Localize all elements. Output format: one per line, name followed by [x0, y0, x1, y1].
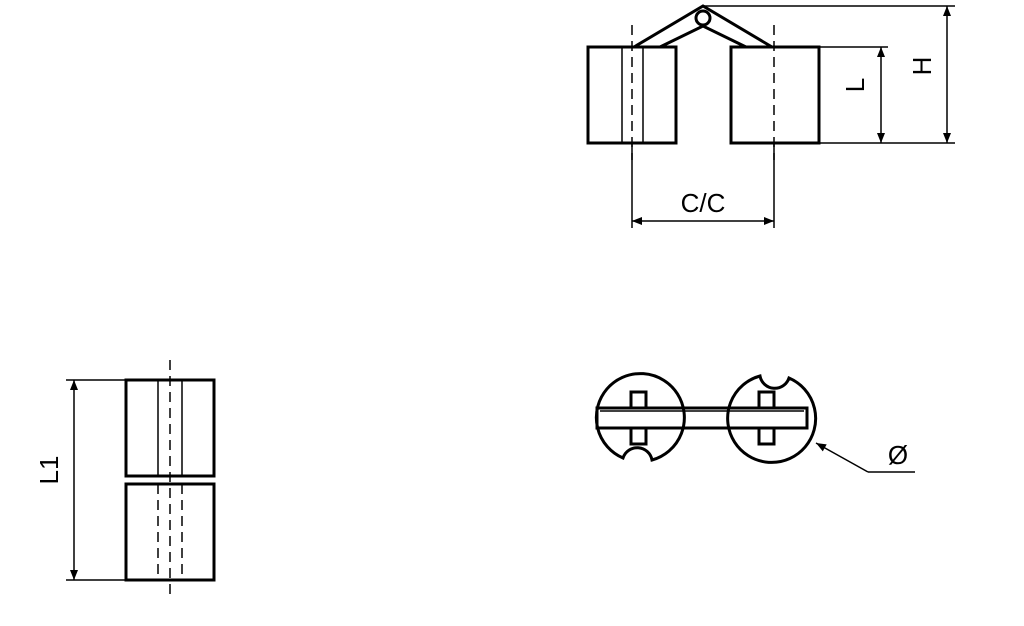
connecting-bar	[595, 406, 809, 430]
dimension-label-l: L	[840, 78, 870, 92]
diameter-leader	[815, 442, 869, 473]
left-pin-bottom	[629, 426, 648, 446]
right-pin-bottom	[757, 426, 776, 446]
right-round-block	[726, 374, 818, 464]
lower-block	[124, 482, 216, 582]
dimension-label-h: H	[907, 57, 937, 76]
left-pin-top	[629, 390, 648, 410]
dimension-label-diameter: Ø	[888, 440, 908, 470]
right-pin-top	[757, 390, 776, 410]
dimension-label-l1: L1	[34, 456, 64, 485]
front-view: H L C/C	[586, 4, 955, 228]
top-view: Ø	[594, 372, 915, 473]
side-view: L1	[34, 360, 216, 600]
left-round-block	[594, 372, 686, 462]
dimension-label-cc: C/C	[681, 188, 726, 218]
hinge-bridge-inner	[659, 24, 747, 49]
hinge-pin	[694, 9, 712, 27]
right-block	[729, 45, 821, 145]
